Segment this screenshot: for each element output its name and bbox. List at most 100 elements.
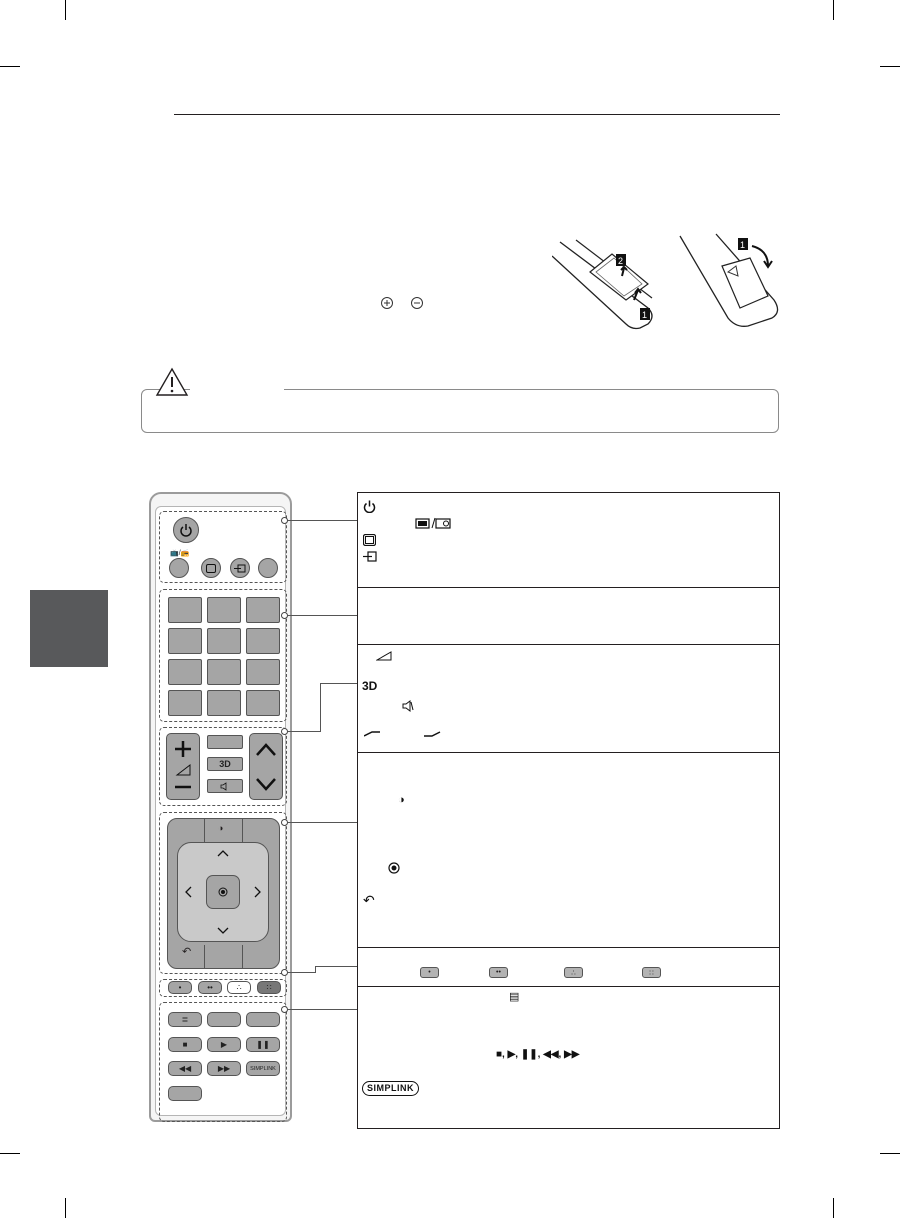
ok-button[interactable] — [206, 875, 240, 909]
number-key[interactable] — [207, 597, 241, 623]
input-icon — [234, 564, 246, 572]
power-icon — [180, 524, 192, 537]
3d-button[interactable]: 3D — [207, 757, 243, 771]
playback-icons: ■, ▶, ❚❚, ◀◀, ▶▶ — [496, 1049, 580, 1060]
crop-mark — [880, 66, 900, 67]
green-key-icon: •• — [489, 967, 508, 978]
number-key[interactable] — [168, 628, 202, 654]
fast-forward-icon: ▶▶ — [217, 1064, 231, 1073]
simplink-button[interactable]: SIMPLINK — [246, 1061, 280, 1076]
number-key[interactable] — [207, 690, 241, 716]
leader-dot — [281, 819, 288, 826]
t-opt-button[interactable] — [207, 1012, 241, 1027]
simplink-icon: SIMPLINK — [362, 1081, 420, 1096]
volume-icon — [376, 651, 392, 661]
rewind-button[interactable]: ◀◀ — [168, 1061, 202, 1076]
ok-icon — [388, 862, 400, 874]
number-key[interactable] — [207, 628, 241, 654]
remote-group-numbers — [159, 589, 287, 722]
back-button[interactable]: ↶ — [182, 945, 191, 958]
input-icon — [363, 551, 377, 562]
battery-insert-illustration: 2 1 — [552, 239, 653, 330]
remote-face: 📺/📻 — [155, 506, 287, 1122]
red-key-icon: • — [420, 967, 439, 978]
app-button[interactable] — [246, 1012, 280, 1027]
leader-line — [288, 1009, 357, 1011]
leader-line — [288, 822, 357, 824]
leader-dot — [281, 1006, 288, 1013]
number-key[interactable] — [246, 690, 280, 716]
ad-button[interactable] — [168, 1086, 202, 1101]
svg-text:2: 2 — [618, 256, 623, 266]
caution-box-gap — [190, 389, 284, 391]
mute-icon — [220, 781, 227, 791]
divider — [204, 945, 205, 969]
fast-forward-button[interactable]: ▶▶ — [207, 1061, 241, 1076]
battery-polarity-icons — [380, 296, 424, 313]
warning-icon — [155, 367, 189, 396]
volume-rocker[interactable] — [166, 733, 200, 800]
legend-section-color-keys: • •• ∴ ∷ — [358, 947, 779, 987]
leader-dot — [281, 517, 288, 524]
blue-key[interactable]: ∷ — [257, 981, 281, 994]
leader-line — [320, 683, 322, 732]
divider — [204, 818, 205, 842]
leader-line — [288, 731, 321, 733]
number-key[interactable] — [168, 690, 202, 716]
leader-dot — [281, 969, 288, 976]
blue-key-icon: ∷ — [642, 967, 661, 978]
tv-rad-icon — [415, 517, 451, 529]
leader-line — [320, 683, 357, 685]
power-button[interactable] — [173, 517, 199, 543]
menu-key[interactable] — [207, 735, 243, 749]
remote-group-playback — [159, 1002, 287, 1122]
red-key[interactable]: • — [168, 981, 192, 994]
crop-mark — [833, 1198, 834, 1218]
teletext-icon: ≣ — [181, 1015, 189, 1024]
3d-icon: 3D — [219, 759, 231, 769]
button-description-table: 3D ◑ ↶ • •• ∴ ∷ ▤ ■, ▶, ❚❚, ◀◀, ▶▶ SIMPL… — [357, 492, 780, 1129]
play-icon: ▶ — [220, 1040, 228, 1049]
number-key[interactable] — [246, 597, 280, 623]
number-key[interactable] — [168, 597, 202, 623]
crop-mark — [65, 0, 66, 20]
home-button[interactable]: ◑ — [218, 823, 223, 833]
tv-rad-button[interactable] — [169, 558, 189, 578]
yellow-key-icon: ∴ — [564, 967, 583, 978]
mute-button[interactable] — [207, 779, 243, 793]
legend-section-power — [358, 493, 779, 588]
home-icon: ◑ — [398, 794, 405, 806]
programme-rocker[interactable] — [249, 733, 283, 800]
pause-icon: ❚❚ — [256, 1040, 270, 1049]
remote-group-volume — [159, 727, 287, 806]
crop-mark — [0, 1153, 20, 1154]
power-icon — [363, 500, 376, 513]
extra-button[interactable] — [258, 558, 278, 578]
battery-cover-illustration: 1 — [679, 233, 779, 327]
number-key[interactable] — [168, 659, 202, 685]
play-button[interactable]: ▶ — [207, 1037, 241, 1052]
leader-line — [288, 615, 357, 617]
programme-arrows-icon — [256, 742, 276, 791]
stop-icon: ■ — [182, 1040, 188, 1049]
number-key[interactable] — [207, 659, 241, 685]
section-tab — [30, 590, 108, 667]
rewind-icon: ◀◀ — [178, 1064, 192, 1073]
svg-text:1: 1 — [642, 310, 647, 320]
green-key[interactable]: •• — [198, 981, 222, 994]
back-icon: ↶ — [363, 892, 375, 908]
teletext-button[interactable]: ≣ — [168, 1012, 202, 1027]
pause-button[interactable]: ❚❚ — [246, 1037, 280, 1052]
crop-mark — [65, 1198, 66, 1218]
number-key[interactable] — [246, 628, 280, 654]
leader-dot — [281, 728, 288, 735]
number-key[interactable] — [246, 659, 280, 685]
input-button[interactable] — [230, 558, 250, 578]
tv-rad-icon: 📺/📻 — [170, 550, 190, 557]
ratio-icon — [206, 563, 216, 573]
stop-button[interactable]: ■ — [168, 1037, 202, 1052]
divider — [242, 945, 243, 969]
ratio-button[interactable] — [201, 558, 221, 578]
yellow-key[interactable]: ∴ — [227, 981, 251, 994]
caution-box — [141, 389, 779, 433]
